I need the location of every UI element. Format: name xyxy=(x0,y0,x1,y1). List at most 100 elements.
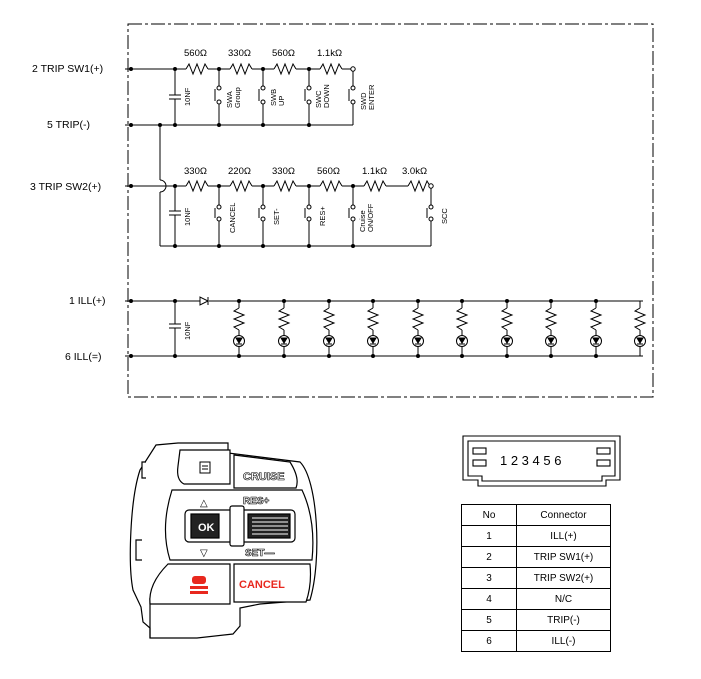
pin-label-trip-sw2: 3 TRIP SW2(+) xyxy=(30,181,101,193)
cruise-button xyxy=(233,454,298,489)
resistor-r10 xyxy=(407,179,431,193)
table-row: 6 ILL(-) xyxy=(461,630,611,652)
col-header-connector: Connector xyxy=(516,504,611,526)
table-row: 4 N/C xyxy=(461,588,611,610)
led-branch xyxy=(544,299,558,358)
pin-no: 1 xyxy=(461,525,517,547)
connector-pin-table: No Connector 1 ILL(+) 2 TRIP SW1(+) 3 TR… xyxy=(461,504,611,652)
resistor-r4 xyxy=(319,62,343,76)
svg-text:SWD: SWD xyxy=(359,92,368,110)
led-branch xyxy=(232,299,246,358)
switch-label-swa: SWA Group xyxy=(225,87,242,108)
cancel-button xyxy=(233,563,312,603)
led-branch xyxy=(322,299,336,358)
col-header-no: No xyxy=(461,504,517,526)
capacitor-label: 10NF xyxy=(183,207,192,226)
resistor-r7 xyxy=(273,179,297,193)
svg-text:SWA: SWA xyxy=(225,91,234,108)
up-arrow-icon: △ xyxy=(200,498,208,509)
pin-function: N/C xyxy=(516,588,611,610)
pin-no: 3 xyxy=(461,567,517,589)
table-row: 3 TRIP SW2(+) xyxy=(461,567,611,589)
down-arrow-icon: ▽ xyxy=(200,548,208,559)
led-ladder xyxy=(232,299,647,358)
connector-pin-numbers: 1 2 3 4 5 6 xyxy=(500,453,561,468)
connector-face xyxy=(462,435,621,487)
resistor-value: 330Ω xyxy=(272,166,295,177)
scc-car-icon xyxy=(190,576,208,594)
led-branch xyxy=(633,301,647,356)
led-branch xyxy=(411,299,425,358)
pin-function: TRIP(-) xyxy=(516,609,611,631)
svg-text:Group: Group xyxy=(233,87,242,108)
resistor-value: 330Ω xyxy=(184,166,207,177)
svg-text:SWB: SWB xyxy=(269,89,278,106)
switch-label-set: SET- xyxy=(272,208,281,225)
resistor-r9 xyxy=(363,179,387,193)
led-branch xyxy=(500,299,514,358)
table-header-row: No Connector xyxy=(461,504,611,526)
pin-function: TRIP SW1(+) xyxy=(516,546,611,568)
switch-label-swc: SWC DOWN xyxy=(314,84,331,108)
switch-label-cancel: CANCEL xyxy=(228,203,237,233)
capacitor-label: 10NF xyxy=(183,321,192,340)
svg-text:DOWN: DOWN xyxy=(322,84,331,108)
pin-no: 4 xyxy=(461,588,517,610)
led-branch xyxy=(277,299,291,358)
pin-function: ILL(+) xyxy=(516,525,611,547)
diode-icon xyxy=(199,296,210,306)
switch-label-res: RES+ xyxy=(318,206,327,226)
table-row: 2 TRIP SW1(+) xyxy=(461,546,611,568)
resistor-value: 1.1kΩ xyxy=(317,48,342,59)
resistor-value: 1.1kΩ xyxy=(362,166,387,177)
switch-label-scc: SCC xyxy=(440,208,449,224)
resistor-r1 xyxy=(185,62,209,76)
svg-text:UP: UP xyxy=(277,96,286,106)
resistor-r5 xyxy=(185,179,209,193)
svg-text:ENTER: ENTER xyxy=(367,84,376,110)
capacitor-label: 10NF xyxy=(183,87,192,106)
switch-label-cruise: Cruise ON/OFF xyxy=(358,203,375,232)
resistor-value: 220Ω xyxy=(228,166,251,177)
svg-text:SWC: SWC xyxy=(314,90,323,108)
resistor-r6 xyxy=(229,179,253,193)
resistor-value: 560Ω xyxy=(184,48,207,59)
steering-switch-illustration: CRUISE RES+ OK SET— CANCEL △ ▽ xyxy=(129,442,318,639)
switch-label-swb: SWB UP xyxy=(269,89,286,106)
pin-no: 6 xyxy=(461,630,517,652)
svg-text:ON/OFF: ON/OFF xyxy=(366,203,375,232)
resistor-r2 xyxy=(229,62,253,76)
resistor-value: 560Ω xyxy=(272,48,295,59)
pin-function: ILL(-) xyxy=(516,630,611,652)
pin-label-ill-minus: 6 ILL(=) xyxy=(65,351,101,363)
cancel-label: CANCEL xyxy=(239,579,285,591)
table-row: 1 ILL(+) xyxy=(461,525,611,547)
led-branch xyxy=(455,299,469,358)
pin-no: 2 xyxy=(461,546,517,568)
mode-icon xyxy=(199,461,211,474)
led-branch xyxy=(589,299,603,358)
resistor-r8 xyxy=(319,179,343,193)
scc-button xyxy=(149,563,231,605)
ok-button xyxy=(190,513,220,539)
pin-no: 5 xyxy=(461,609,517,631)
ok-label: OK xyxy=(198,522,215,534)
switch-label-swd: SWD ENTER xyxy=(359,84,376,110)
module-boundary xyxy=(127,23,654,398)
table-row: 5 TRIP(-) xyxy=(461,609,611,631)
resistor-value: 330Ω xyxy=(228,48,251,59)
cruise-label: CRUISE xyxy=(243,471,285,483)
thumbwheel xyxy=(229,505,245,547)
resistor-value: 3.0kΩ xyxy=(402,166,427,177)
svg-text:Cruise: Cruise xyxy=(358,210,367,232)
pin-label-trip-sw1: 2 TRIP SW1(+) xyxy=(32,63,103,75)
led-branch xyxy=(366,299,380,358)
pin-label-trip-minus: 5 TRIP(-) xyxy=(47,119,90,131)
set-label: SET— xyxy=(245,548,274,559)
pin-function: TRIP SW2(+) xyxy=(516,567,611,589)
res-label: RES+ xyxy=(243,496,270,507)
resistor-value: 560Ω xyxy=(317,166,340,177)
pin-label-ill-plus: 1 ILL(+) xyxy=(69,295,105,307)
resistor-r3 xyxy=(273,62,297,76)
